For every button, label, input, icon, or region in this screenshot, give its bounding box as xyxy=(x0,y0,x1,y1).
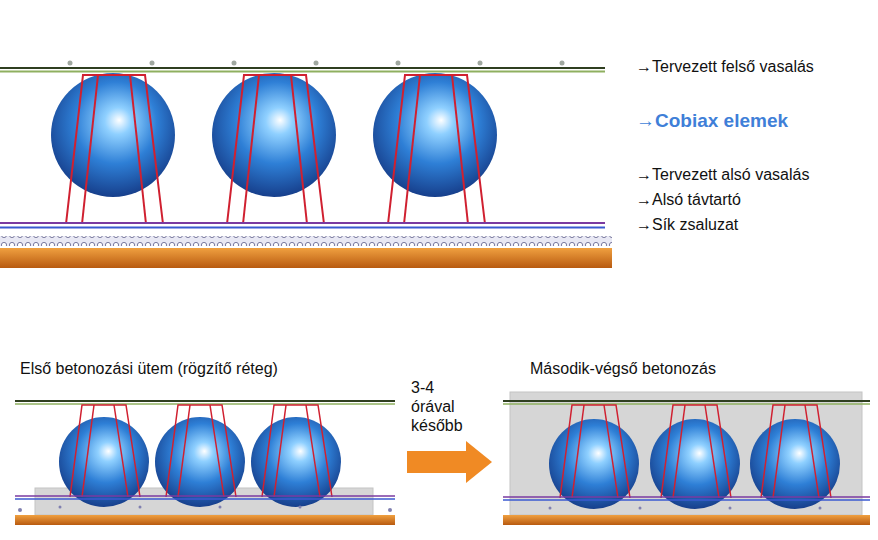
time-label: 3-4 órával később xyxy=(411,378,475,435)
stage-panel: Első betonozási ütem (rögzítő réteg) xyxy=(15,360,395,530)
stage-panel: Második-végső betonozás xyxy=(500,360,870,530)
part-label: →Sík zsaluzat xyxy=(636,216,738,234)
stage-heading: Második-végső betonozás xyxy=(500,360,870,378)
part-label: →Cobiax elemek xyxy=(636,110,788,132)
first-pour xyxy=(15,401,395,525)
part-label: →Tervezett alsó vasalás xyxy=(636,166,809,184)
stage-heading: Első betonozási ütem (rögzítő réteg) xyxy=(15,360,395,378)
top-section xyxy=(0,61,612,269)
part-label: →Alsó távtartó xyxy=(636,191,741,209)
arrow-shaft xyxy=(407,451,468,473)
arrow-head xyxy=(466,441,492,483)
stage-arrow xyxy=(407,441,492,483)
final-pour xyxy=(503,392,870,525)
part-label: →Tervezett felső vasalás xyxy=(636,58,814,76)
